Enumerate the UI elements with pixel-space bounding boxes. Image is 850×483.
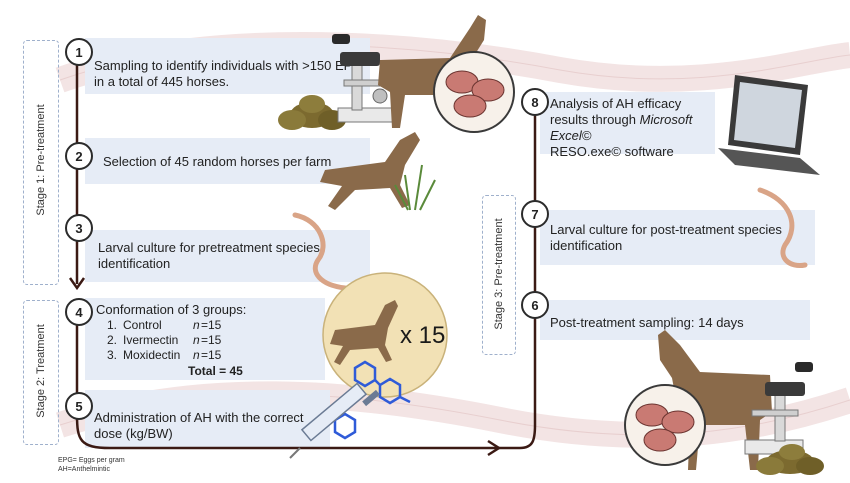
group-name: Ivermectin [123,333,179,347]
step4-box [85,298,325,380]
step2-number: 2 [65,142,93,170]
step6-text: Post-treatment sampling: 14 days [550,315,744,330]
group-multiplier: x 15 [400,322,446,349]
step8-text-prefix: Analysis of AH efficacy results through [550,96,682,127]
horse-standing-bottom-icon [658,330,772,470]
stage2-box [23,300,59,445]
group-row-3: 3. Moxidectin n =15 [107,348,267,363]
microscope-icon [332,34,395,123]
syringe-icon [289,382,380,459]
step6-box [540,300,810,340]
step4-number: 4 [65,298,93,326]
group-size-circle [322,272,448,398]
group-name: Moxidectin [123,348,181,362]
group-n-value: =15 [201,333,222,347]
step8-text: Analysis of AH efficacy results through … [550,96,715,160]
grass-icon [394,164,436,211]
step2-text: Selection of 45 random horses per farm [103,154,332,169]
group-n-label: n [193,348,200,362]
laptop-icon [718,75,820,175]
step8-text-suffix: RESO.exe© software [550,144,674,159]
stage3-box [482,195,516,355]
step8-box [540,92,715,154]
group-name: Control [123,318,162,332]
step1-text: Sampling to identify individuals with >1… [94,58,363,89]
footnote-ah: AH=Anthelmintic [58,466,110,473]
group-n-label: n [193,318,200,332]
step8-text-italic: Microsoft Excel© [550,112,693,143]
step1-box [85,38,370,94]
group-index: 3. [107,348,118,362]
group-row-1: 1. Control n =15 [107,318,267,333]
horse-running-icon [320,132,420,210]
step1-number: 1 [65,38,93,66]
step6-number: 6 [521,291,549,319]
footnote-epg: EPG= Eggs per gram [58,457,125,464]
stage1-box [23,40,59,285]
step7-number: 7 [521,200,549,228]
egg-magnifier-icon [433,51,515,133]
step7-text: Larval culture for post-treatment specie… [550,222,782,253]
dung-pile-icon [278,95,346,130]
step5-number: 5 [65,392,93,420]
group-n-value: =15 [201,348,222,362]
group-index: 1. [107,318,118,332]
step3-text: Larval culture for pretreatment species … [98,240,320,271]
group-index: 2. [107,333,118,347]
group-row-2: 2. Ivermectin n =15 [107,333,267,348]
step5-text: Administration of AH with the correct do… [94,410,304,441]
group-total: Total = 45 [188,364,243,378]
step8-number: 8 [521,88,549,116]
worm-larva-icon [292,212,348,291]
step5-box [85,390,330,448]
step3-number: 3 [65,214,93,242]
group-n-label: n [193,333,200,347]
group-n-value: =15 [201,318,222,332]
drug-molecule-icon [333,360,411,440]
step7-box [540,210,815,265]
dung-pile-bottom-icon [756,444,824,475]
egg-magnifier-bottom-icon [624,384,706,466]
step4-text: Conformation of 3 groups: [96,302,247,317]
worm-larva-right-icon [757,187,808,269]
